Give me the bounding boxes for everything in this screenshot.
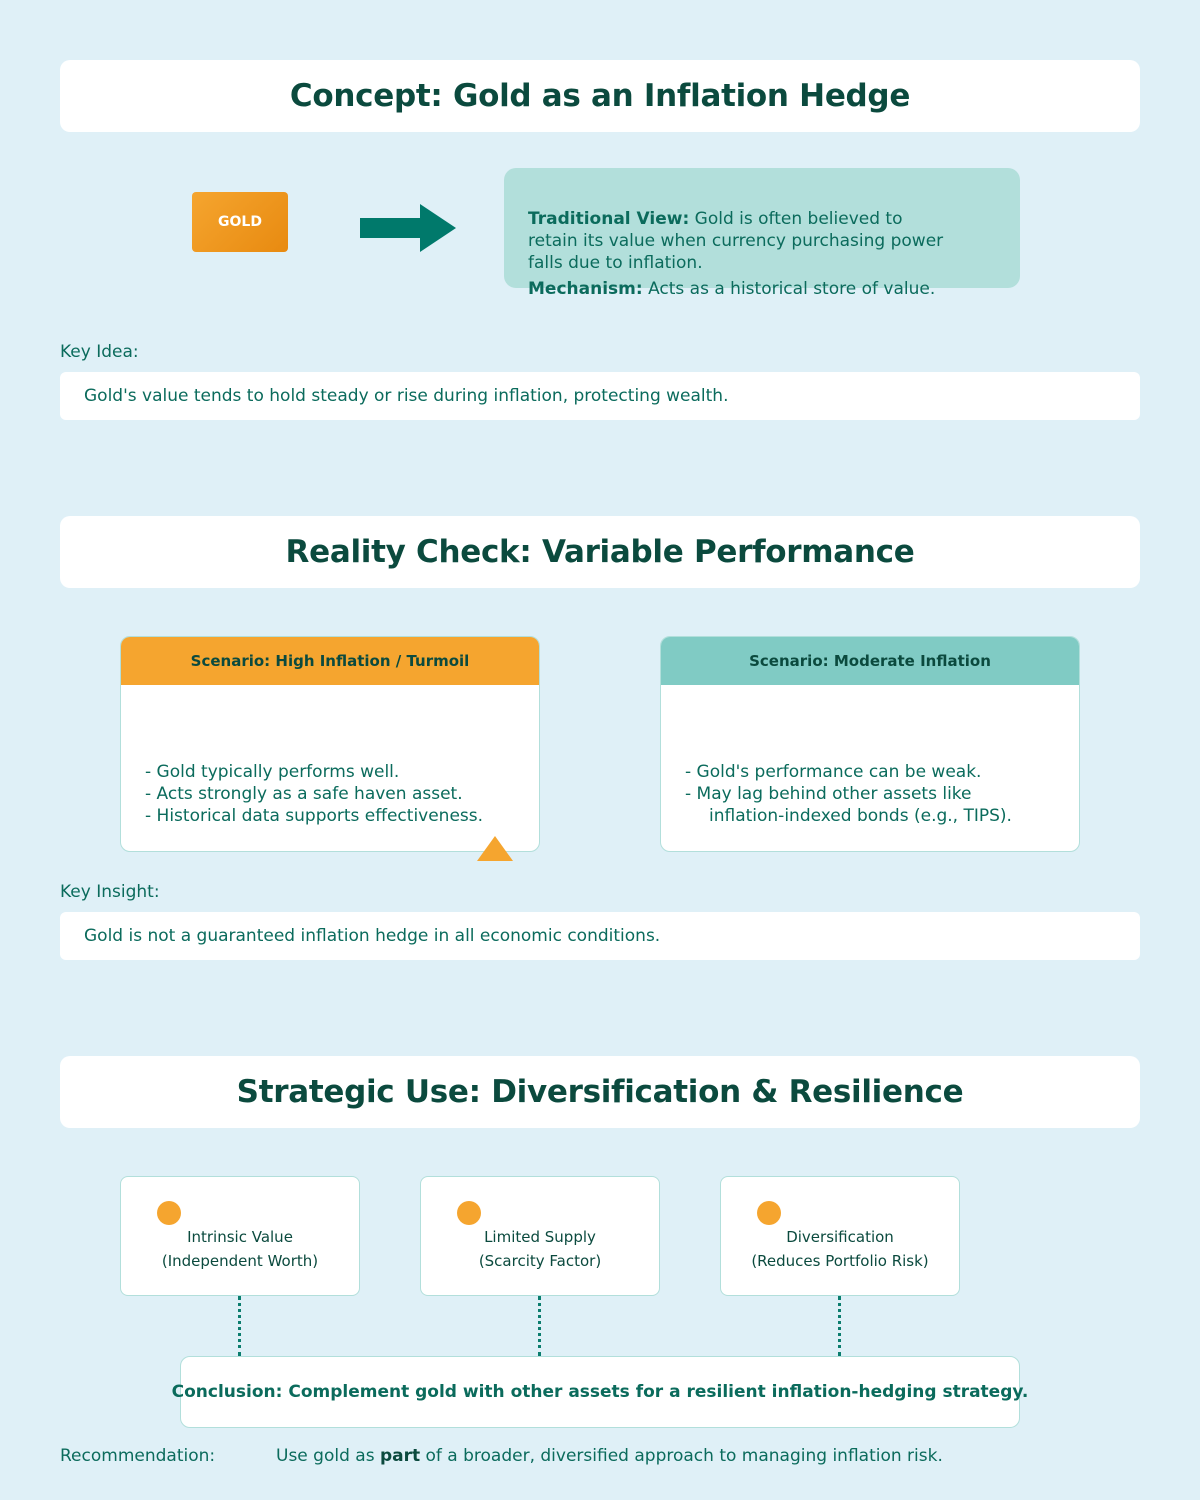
list-item: inflation-indexed bonds (e.g., TIPS). bbox=[709, 806, 1012, 826]
scenario-moderate-inflation-list: - Gold's performance can be weak. - May … bbox=[685, 761, 1012, 827]
up-triangle-icon bbox=[477, 836, 513, 861]
circle-dot-icon bbox=[157, 1201, 181, 1225]
traditional-view-label: Traditional View: bbox=[528, 209, 690, 229]
key-idea-text: Gold's value tends to hold steady or ris… bbox=[84, 386, 729, 406]
right-arrow-icon bbox=[360, 204, 456, 252]
list-item: - May lag behind other assets like bbox=[685, 784, 972, 804]
factor-text: Limited Supply (Scarcity Factor) bbox=[421, 1225, 659, 1273]
factor-text: Diversification (Reduces Portfolio Risk) bbox=[721, 1225, 959, 1273]
traditional-view-text: Traditional View: Gold is often believed… bbox=[528, 208, 948, 274]
traditional-view-body: Gold is often believed to retain its val… bbox=[528, 209, 944, 273]
key-insight-text: Gold is not a guaranteed inflation hedge… bbox=[84, 926, 661, 946]
conclusion-box: Conclusion: Complement gold with other a… bbox=[172, 1356, 1028, 1428]
key-idea-label: Key Idea: bbox=[60, 342, 139, 362]
recommendation-label: Recommendation: bbox=[60, 1446, 216, 1466]
factor-title: Diversification bbox=[786, 1228, 894, 1246]
connector-line bbox=[838, 1296, 841, 1356]
list-item: - Gold typically performs well. bbox=[145, 762, 400, 782]
mechanism-label: Mechanism: bbox=[528, 279, 643, 299]
section-title-reality-check: Reality Check: Variable Performance bbox=[60, 516, 1140, 588]
circle-dot-icon bbox=[457, 1201, 481, 1225]
scenario-high-inflation-title: Scenario: High Inflation / Turmoil bbox=[121, 637, 539, 685]
mechanism-body: Acts as a historical store of value. bbox=[642, 279, 936, 299]
traditional-view-box bbox=[504, 168, 1020, 288]
scenario-moderate-inflation-card: Scenario: Moderate Inflation - Gold's pe… bbox=[660, 636, 1080, 852]
conclusion-text: Conclusion: Complement gold with other a… bbox=[171, 1382, 1029, 1402]
gold-bar-icon: GOLD bbox=[192, 192, 288, 252]
factor-subtitle: (Scarcity Factor) bbox=[478, 1252, 602, 1270]
factor-subtitle: (Independent Worth) bbox=[161, 1252, 319, 1270]
list-item: - Acts strongly as a safe haven asset. bbox=[145, 784, 463, 804]
factor-subtitle: (Reduces Portfolio Risk) bbox=[751, 1252, 929, 1270]
recommendation-pre: Use gold as bbox=[276, 1446, 380, 1466]
scenario-high-inflation-card: Scenario: High Inflation / Turmoil - Gol… bbox=[120, 636, 540, 852]
factor-card-limited-supply: Limited Supply (Scarcity Factor) bbox=[420, 1176, 660, 1296]
factor-title: Intrinsic Value bbox=[187, 1228, 293, 1246]
connector-line bbox=[238, 1296, 241, 1356]
section-title-strategic-use: Strategic Use: Diversification & Resilie… bbox=[60, 1056, 1140, 1128]
scenario-high-inflation-list: - Gold typically performs well. - Acts s… bbox=[145, 761, 483, 827]
factor-text: Intrinsic Value (Independent Worth) bbox=[121, 1225, 359, 1273]
key-idea-box: Gold's value tends to hold steady or ris… bbox=[60, 372, 1140, 420]
factor-title: Limited Supply bbox=[484, 1228, 596, 1246]
key-insight-label: Key Insight: bbox=[60, 882, 160, 902]
section-title-concept: Concept: Gold as an Inflation Hedge bbox=[60, 60, 1140, 132]
list-item: - Historical data supports effectiveness… bbox=[145, 806, 484, 826]
key-insight-box: Gold is not a guaranteed inflation hedge… bbox=[60, 912, 1140, 960]
mechanism-text: Mechanism: Acts as a historical store of… bbox=[528, 278, 988, 300]
list-item: - Gold's performance can be weak. bbox=[685, 762, 982, 782]
factor-card-diversification: Diversification (Reduces Portfolio Risk) bbox=[720, 1176, 960, 1296]
scenario-moderate-inflation-title: Scenario: Moderate Inflation bbox=[661, 637, 1079, 685]
connector-line bbox=[538, 1296, 541, 1356]
recommendation-bold: part bbox=[379, 1446, 421, 1466]
circle-dot-icon bbox=[757, 1201, 781, 1225]
factor-card-intrinsic-value: Intrinsic Value (Independent Worth) bbox=[120, 1176, 360, 1296]
recommendation-text: Use gold as part of a broader, diversifi… bbox=[276, 1446, 943, 1466]
recommendation-post: of a broader, diversified approach to ma… bbox=[420, 1446, 943, 1466]
